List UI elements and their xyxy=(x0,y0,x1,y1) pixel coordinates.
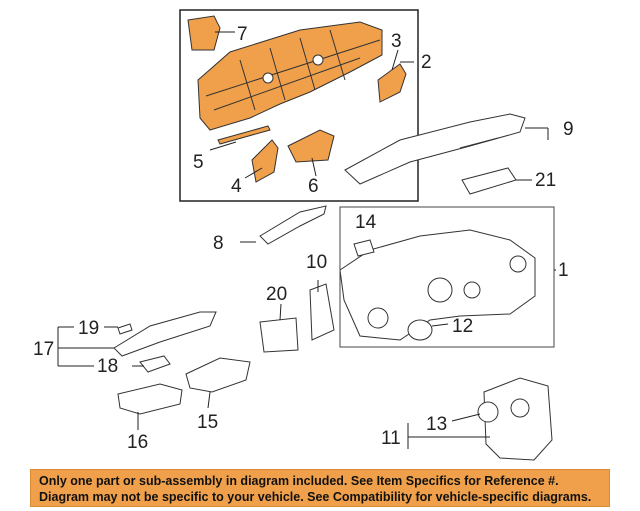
callout-7: 7 xyxy=(237,24,248,45)
lower-trim-part-17 xyxy=(113,311,217,357)
windshield-trim-part-9 xyxy=(344,113,526,185)
side-panel-part-10 xyxy=(309,283,335,341)
callout-8: 8 xyxy=(213,233,224,254)
callout-3: 3 xyxy=(391,31,402,52)
reinforcement-frame-part xyxy=(197,21,383,131)
callout-11: 11 xyxy=(381,428,401,449)
callout-4: 4 xyxy=(231,176,242,197)
callout-19: 19 xyxy=(78,318,99,339)
duct-part-15 xyxy=(185,357,251,393)
callout-2: 2 xyxy=(421,52,432,73)
bracket-part-3 xyxy=(377,63,407,103)
callout-21: 21 xyxy=(535,170,556,191)
disclaimer-line-2: Diagram may not be specific to your vehi… xyxy=(39,490,592,504)
callout-16: 16 xyxy=(127,432,148,453)
clip-part-18 xyxy=(139,355,171,373)
callout-14: 14 xyxy=(355,212,377,233)
callout-5: 5 xyxy=(193,152,204,173)
trim-strip-part-8 xyxy=(259,205,327,245)
callout-15: 15 xyxy=(197,412,218,433)
disclaimer-line-1: Only one part or sub-assembly in diagram… xyxy=(39,474,559,488)
bracket-part-7 xyxy=(187,15,221,51)
callout-20: 20 xyxy=(266,284,287,305)
tray-part-16 xyxy=(117,383,183,415)
callout-6: 6 xyxy=(308,176,319,197)
airbag-module-part-21 xyxy=(461,167,517,195)
callout-9: 9 xyxy=(563,119,574,140)
callout-13: 13 xyxy=(426,414,447,435)
knob-part-12 xyxy=(407,319,433,341)
callout-17: 17 xyxy=(33,339,54,360)
part-1-bracket-box xyxy=(339,206,555,348)
brace-part-5 xyxy=(217,125,271,145)
parts-diagram: 1 2 3 4 5 6 7 8 9 10 11 12 13 14 15 16 1… xyxy=(33,9,574,461)
highlight-box xyxy=(179,9,419,202)
bracket-part-20 xyxy=(259,317,299,353)
clip-part-14 xyxy=(353,239,375,257)
bracket-part-6 xyxy=(287,129,335,163)
callout-12: 12 xyxy=(452,316,473,337)
callout-1: 1 xyxy=(558,260,569,281)
callout-10: 10 xyxy=(306,252,327,273)
cluster-part-11 xyxy=(483,377,553,461)
callout-18: 18 xyxy=(97,356,118,377)
disclaimer-banner: Only one part or sub-assembly in diagram… xyxy=(30,469,610,507)
bracket-part-4 xyxy=(251,139,279,183)
